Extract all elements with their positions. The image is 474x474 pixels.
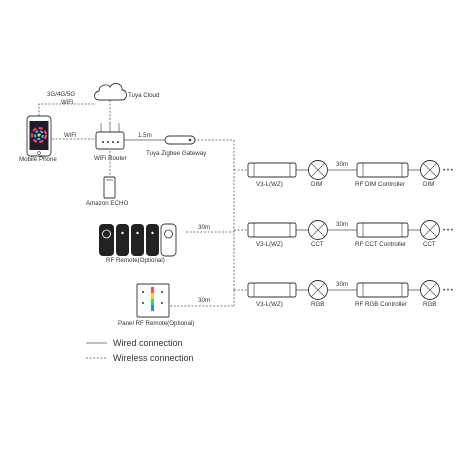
panel-remote-group: Panel RF Remote(Optional) 30m [118,283,210,327]
router-icon [95,131,125,150]
remote-icon [146,224,159,256]
connection-lines [38,100,420,307]
remote-icon [116,224,129,256]
receiver-label: V3-L(WZ) [256,181,283,188]
rf-remote-group: RF Remote(Optional) 30m [99,223,210,264]
receiver-icon [247,162,297,178]
router-cable-length: 1.5m [138,132,152,139]
color-wheel-icon [30,126,48,144]
distance-label: 30m [336,161,348,168]
tuya-cloud: Tuya Cloud 3G/4G/5G WiFi [47,83,160,106]
wireless-legend-label: Wireless connection [113,353,194,363]
controller-icon [356,282,409,298]
echo-label: Amazon ECHO [86,200,128,207]
phone-wifi-label: WiFi [64,132,76,139]
receiver-icon [247,282,297,298]
panel-remote-label: Panel RF Remote(Optional) [118,320,194,327]
distance-label: 30m [336,221,348,228]
mode-label: DIM [311,181,322,188]
receiver-label: V3-L(WZ) [256,301,283,308]
rf-remote-label: RF Remote(Optional) [106,257,165,264]
remote-white-icon [160,223,177,257]
wifi-router-label: WiFi Router [94,155,127,162]
cloud-wifi-label: WiFi [61,99,73,106]
controller-label: RF RGB Controller [355,301,407,308]
ellipsis: • • • [443,227,453,234]
gateway-label: Tuya Zigbee Gateway [146,150,207,157]
controller-label: RF DIM Controller [355,181,405,188]
distance-label: 30m [336,281,348,288]
ellipsis: • • • [443,287,453,294]
controller-icon [356,162,409,178]
row-dim: V3-L(WZ) DIM 30m RF DIM Controller DIM •… [247,160,453,188]
end-mode-label: DIM [423,181,434,188]
echo-speaker-icon [103,176,116,199]
legend: Wired connection Wireless connection [86,338,194,363]
end-mode-label: RGB [423,301,436,308]
amazon-echo: Amazon ECHO [86,176,128,207]
mode-label: RGB [311,301,324,308]
bulb-icon [308,160,328,180]
panel-remote-distance: 30m [198,297,210,304]
bulb-icon [420,280,440,300]
bulb-icon [420,160,440,180]
controller-icon [356,222,409,238]
receiver-label: V3-L(WZ) [256,241,283,248]
rf-remote-distance: 30m [198,224,210,231]
ellipsis: • • • [443,167,453,174]
bulb-icon [308,280,328,300]
remote-icon [99,224,114,256]
end-mode-label: CCT [423,241,436,248]
zigbee-gateway: Tuya Zigbee Gateway [146,135,207,157]
phone-cloud-wireless-line [38,103,96,116]
wired-legend-label: Wired connection [113,338,183,348]
mode-label: CCT [311,241,324,248]
bulb-icon [308,220,328,240]
tuya-cloud-label: Tuya Cloud [128,92,160,99]
mobile-phone: Mobile Phone WiFi [19,115,76,163]
mobile-phone-label: Mobile Phone [19,156,57,163]
controller-label: RF CCT Controller [355,241,406,248]
gateway-icon [164,135,196,145]
row-rgb: V3-L(WZ) RGB 30m RF RGB Controller RGB •… [247,280,453,308]
remote-icon [131,224,144,256]
bulb-icon [420,220,440,240]
network-label: 3G/4G/5G [47,91,75,98]
receiver-icon [247,222,297,238]
row-cct: V3-L(WZ) CCT 30m RF CCT Controller CCT •… [247,220,453,248]
cloud-icon [94,83,127,101]
wifi-router: WiFi Router 1.5m [94,123,152,162]
